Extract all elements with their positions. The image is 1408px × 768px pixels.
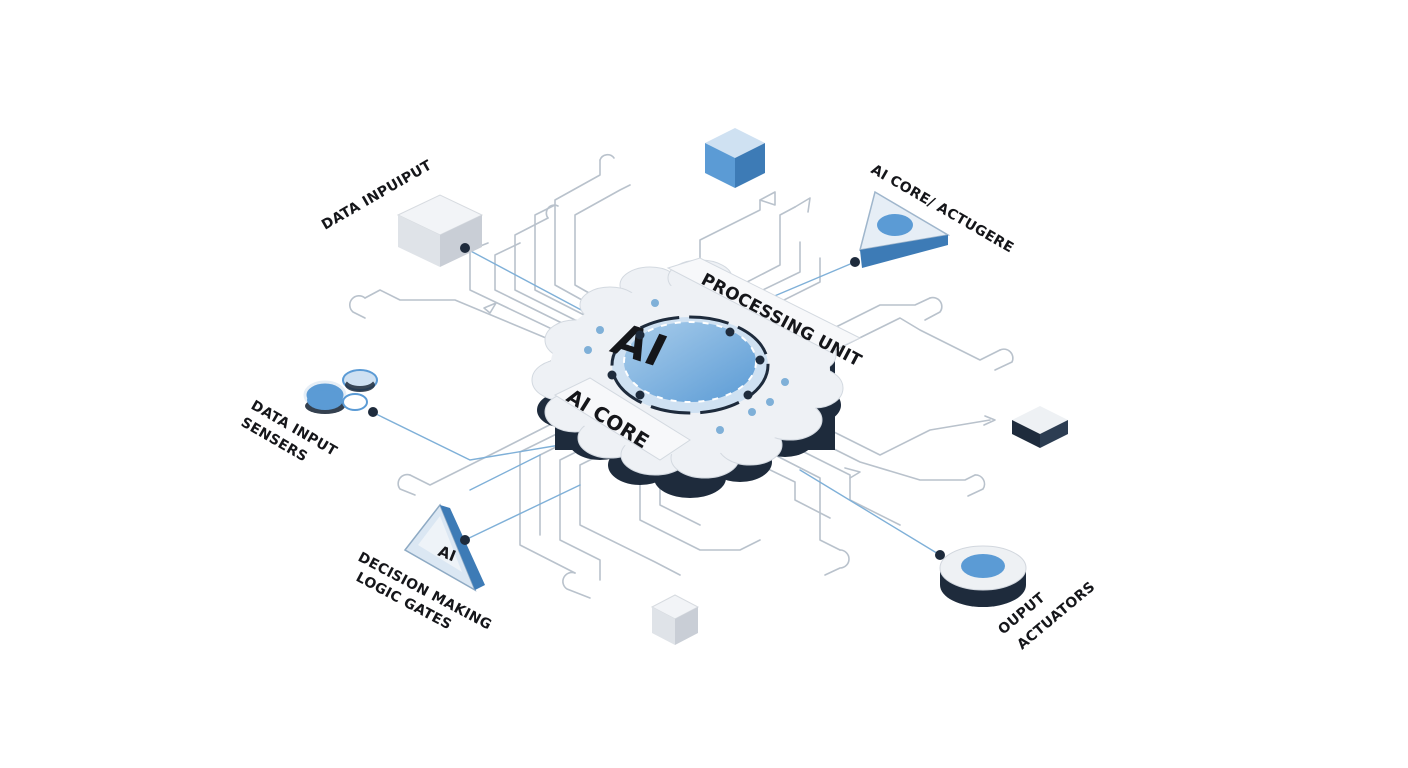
logic-gate-triangle-icon: AI (403, 503, 485, 592)
blue-cube-icon (705, 128, 765, 188)
gate-badge-text: AI (436, 542, 459, 565)
actuator-triangle-icon (850, 190, 951, 268)
dark-cube-icon (1012, 406, 1068, 448)
sensors-cluster-icon (303, 369, 378, 417)
circuit-traces (349, 153, 1014, 599)
output-actuator-icon (935, 545, 1027, 607)
data-input-cube-icon (396, 194, 484, 267)
bottom-cube-icon (650, 594, 700, 645)
ai-core-chip: AI (531, 257, 862, 498)
